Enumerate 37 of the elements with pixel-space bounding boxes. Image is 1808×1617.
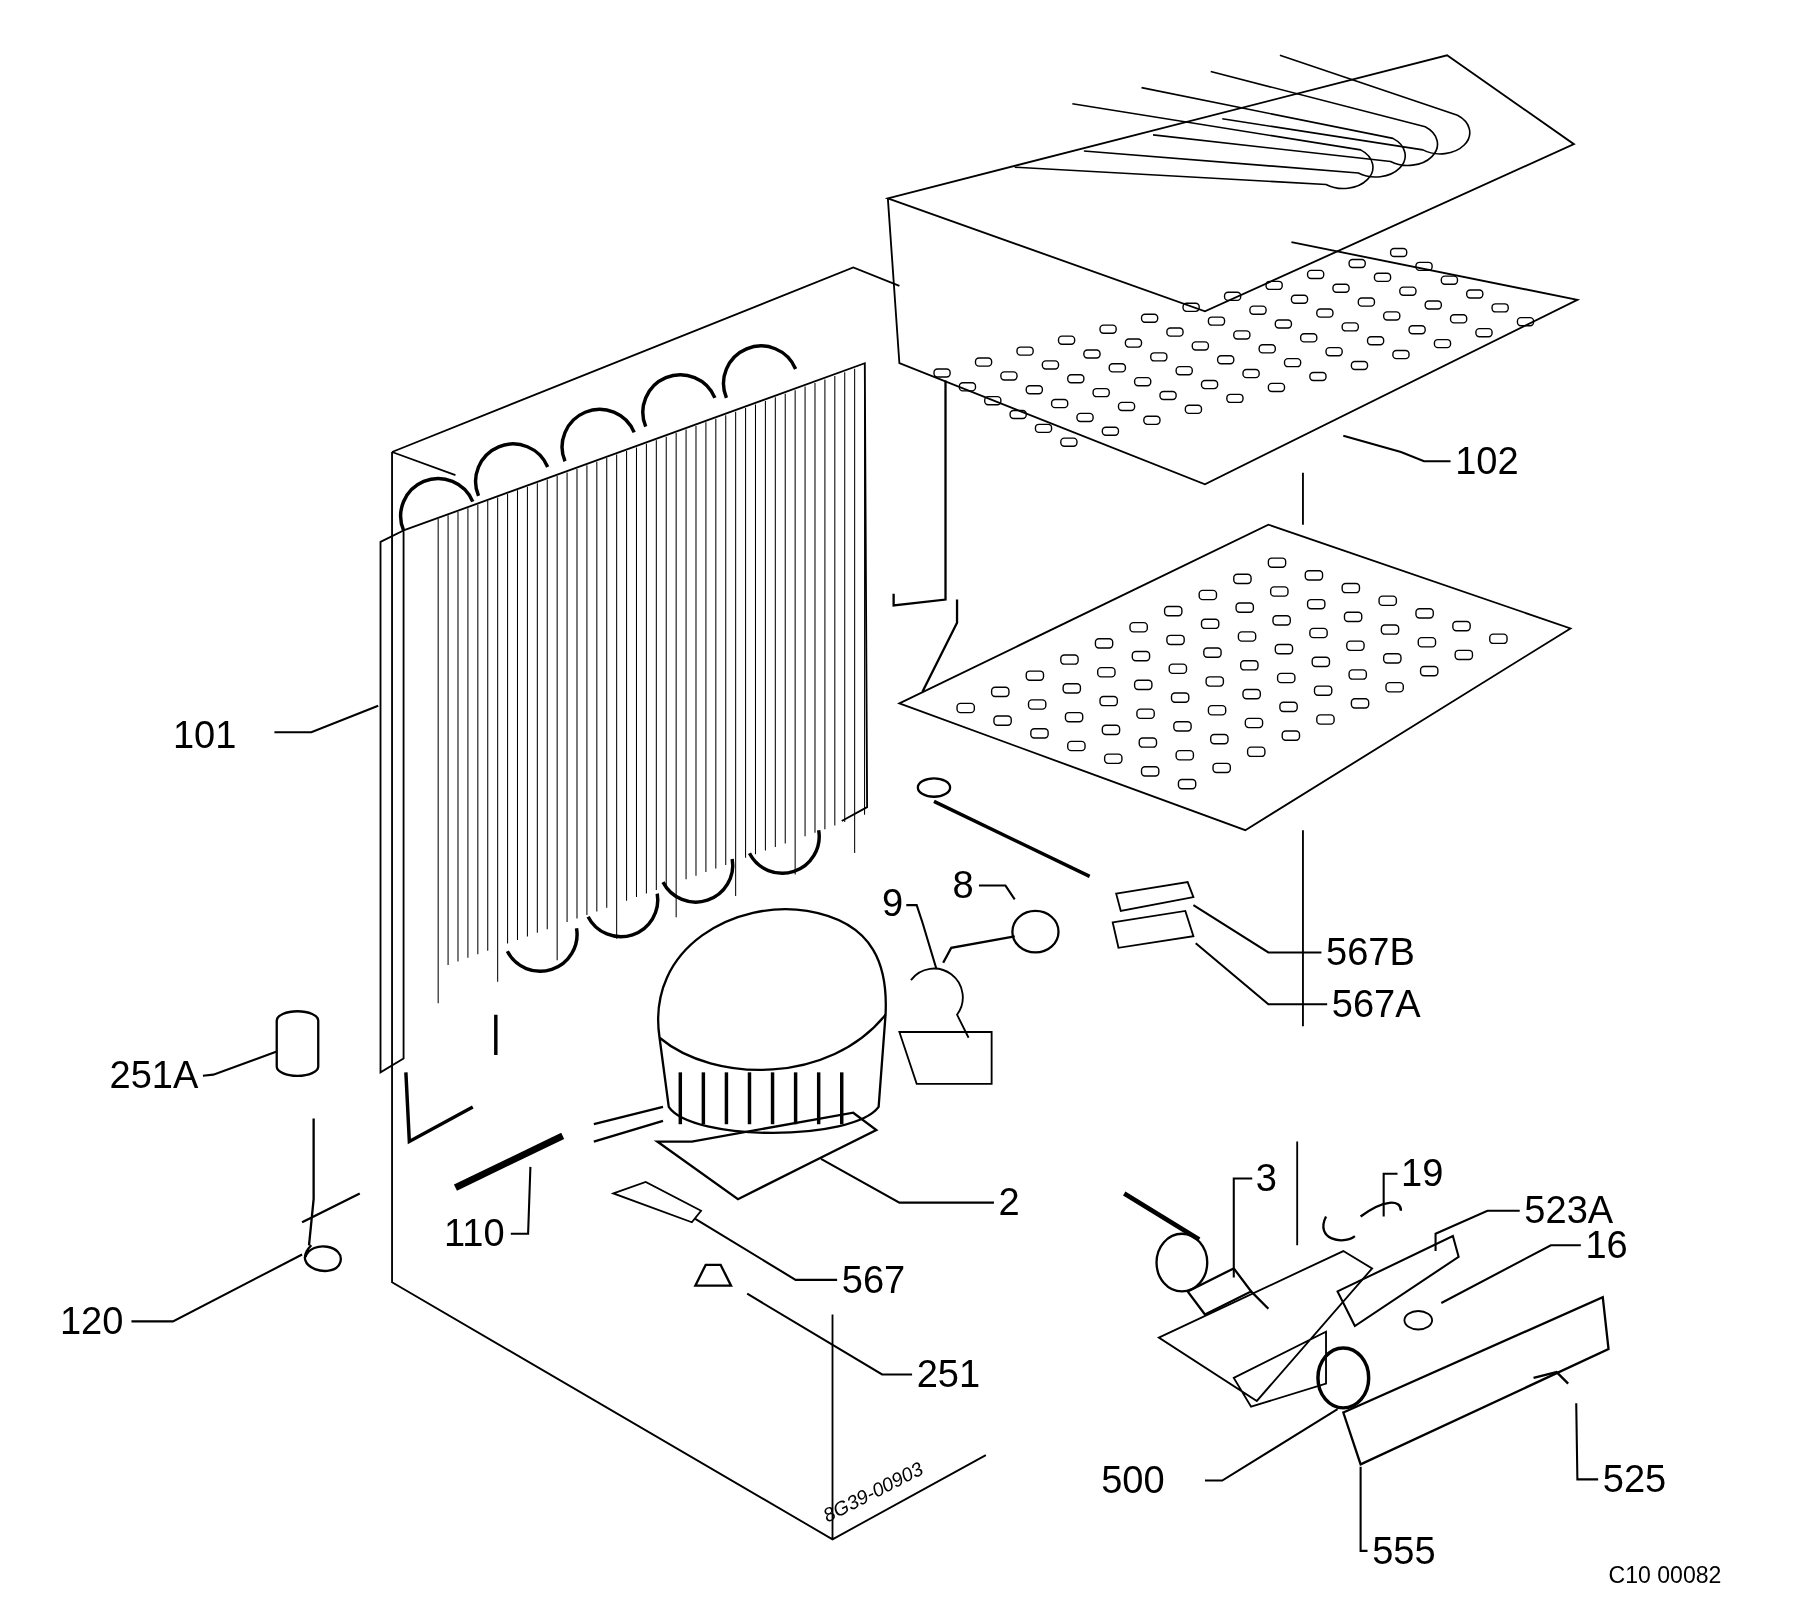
leader-line	[202, 1050, 278, 1077]
callout-number: 567	[841, 1260, 906, 1300]
leader-line	[1575, 1403, 1599, 1481]
callout-number: 110	[443, 1214, 505, 1254]
callout-number: 120	[59, 1301, 124, 1341]
leader-line	[694, 1217, 838, 1281]
leader-line	[1232, 1177, 1253, 1278]
callout-number: 555	[1372, 1531, 1436, 1571]
leader-line	[1382, 1172, 1398, 1217]
callout-number: 525	[1602, 1459, 1667, 1499]
leader-line	[1434, 1209, 1520, 1252]
callout-number: 3	[1255, 1158, 1277, 1199]
leader-line	[1359, 1466, 1368, 1552]
leader-line	[274, 704, 379, 734]
callout-number: 567B	[1326, 932, 1415, 973]
leader-line	[1192, 904, 1322, 954]
leader-line	[1204, 1408, 1339, 1482]
callout-number: 101	[172, 716, 237, 756]
leader-line	[131, 1253, 303, 1323]
callout-number: 102	[1455, 441, 1519, 481]
callout-number: 251	[916, 1354, 981, 1395]
callout-number: 9	[882, 883, 904, 923]
callout-number: 251A	[109, 1056, 199, 1096]
reference-code: C10 00082	[1608, 1562, 1722, 1589]
leader-line	[1440, 1244, 1581, 1304]
leader-line	[820, 1157, 994, 1204]
callout-number: 8	[952, 865, 974, 906]
callout-number: 19	[1400, 1154, 1444, 1194]
leader-line	[746, 1292, 913, 1376]
leader-line	[1343, 434, 1451, 463]
leader-line	[1195, 942, 1328, 1006]
callout-number: 2	[998, 1183, 1020, 1223]
leader-line	[906, 904, 938, 969]
leader-line	[510, 1166, 532, 1235]
callout-number: 500	[1101, 1460, 1165, 1501]
callout-number: 567A	[1331, 984, 1421, 1024]
leader-line	[978, 884, 1016, 900]
